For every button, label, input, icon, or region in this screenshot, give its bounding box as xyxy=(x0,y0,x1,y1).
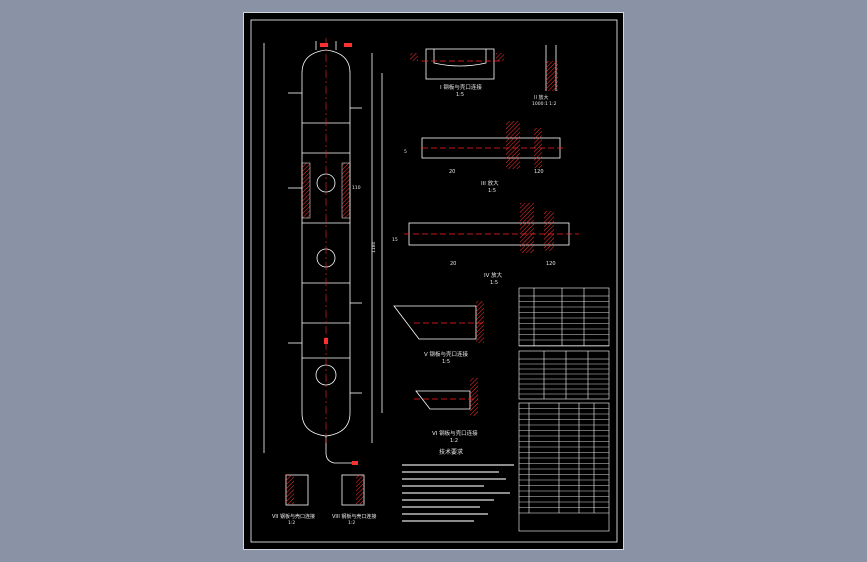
view3-flange xyxy=(506,121,520,169)
view8-hatch xyxy=(356,475,364,505)
view6-flange xyxy=(470,378,478,416)
view3-flange-2 xyxy=(534,128,542,168)
view2-scale: 1000:1 1:2 xyxy=(532,101,557,107)
view4-flange-2 xyxy=(544,211,554,251)
parts-list-table xyxy=(518,402,610,532)
view5-caption: V 钢板与壳口连接 xyxy=(424,350,469,358)
view5-scale: 1:5 xyxy=(442,359,450,365)
view4-flange xyxy=(520,203,534,253)
view8-caption: VIII 钢板与壳口连接 xyxy=(332,513,376,520)
inner-border xyxy=(250,19,618,543)
view5-flange xyxy=(476,301,484,343)
cad-drawing: I 钢板与壳口连接 1:5 II 放大 1000:1 1:2 20 120 II… xyxy=(250,19,618,543)
table-rows xyxy=(519,301,609,508)
view8-scale: 1:2 xyxy=(348,520,355,526)
view1-hatch-right xyxy=(496,53,504,61)
view3-dim-1: 20 xyxy=(449,169,455,175)
view4-dim-2: 120 xyxy=(546,261,556,267)
nozzle-table xyxy=(518,287,610,347)
technical-notes-lines xyxy=(402,464,514,522)
view1-scale: 1:5 xyxy=(456,92,464,98)
vessel-main-view xyxy=(263,41,383,464)
view3-dim-2: 120 xyxy=(534,169,544,175)
vessel-insulation xyxy=(301,162,351,219)
vessel-dim-110: 110 xyxy=(352,185,361,191)
view1-hatch-left xyxy=(410,53,418,61)
view3-caption: III 放大 xyxy=(481,179,499,187)
view1-caption: I 钢板与壳口连接 xyxy=(440,83,482,91)
view6-caption: VI 钢板与壳口连接 xyxy=(432,429,478,437)
view3-scale: 1:5 xyxy=(488,188,496,194)
view2-hatch xyxy=(546,61,558,91)
view4-scale: 1:5 xyxy=(490,280,498,286)
view3-dim-5: 5 xyxy=(404,149,407,155)
view7-hatch xyxy=(286,475,294,505)
view2-caption: II 放大 xyxy=(534,94,549,101)
view4-dim-15: 15 xyxy=(392,237,398,243)
vessel-red-markers xyxy=(320,43,358,465)
technical-requirements-title: 技术要求 xyxy=(439,448,463,456)
view4-caption: IV 放大 xyxy=(484,271,503,279)
view4-dim-1: 20 xyxy=(450,261,456,267)
detail-view-6 xyxy=(414,390,478,410)
detail-view-5 xyxy=(393,305,484,340)
drawing-sheet: I 钢板与壳口连接 1:5 II 放大 1000:1 1:2 20 120 II… xyxy=(243,12,624,550)
view6-scale: 1:2 xyxy=(450,438,458,444)
vessel-height-dim: 1180 xyxy=(371,241,377,253)
design-data-table xyxy=(518,350,610,400)
detail-view-1 xyxy=(422,48,500,80)
view7-caption: VII 钢板与壳口连接 xyxy=(272,513,315,520)
detail-view-3 xyxy=(421,137,564,159)
view7-scale: 1:2 xyxy=(288,520,295,526)
